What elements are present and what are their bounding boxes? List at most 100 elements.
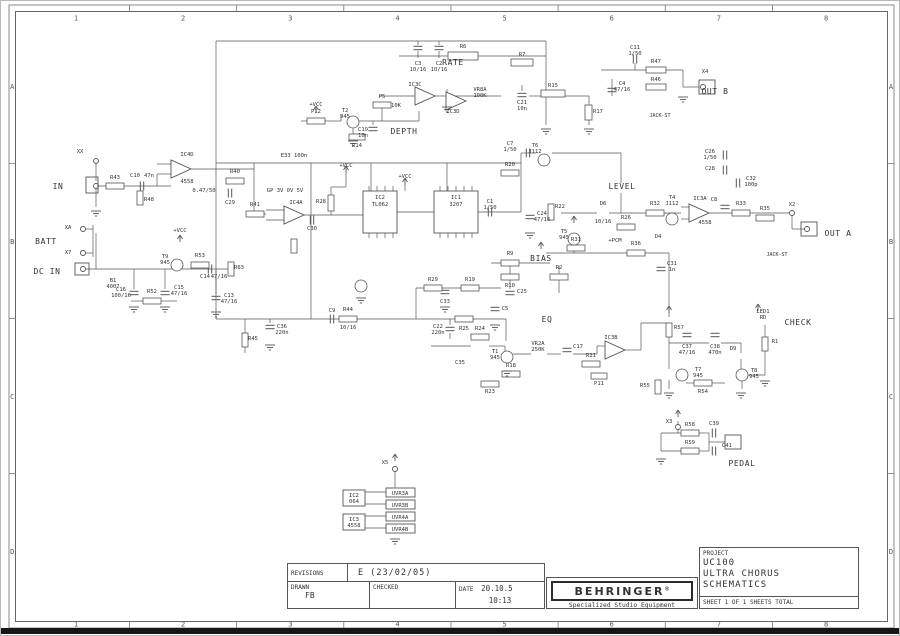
- svg-text:C10: C10: [130, 173, 140, 179]
- svg-text:10/16: 10/16: [431, 67, 448, 73]
- date-cell: DATE 20.10.5 10:13: [456, 582, 544, 608]
- svg-text:R53: R53: [195, 253, 205, 259]
- svg-text:945: 945: [340, 114, 350, 120]
- svg-text:8: 8: [824, 15, 828, 23]
- svg-text:R57: R57: [674, 325, 684, 331]
- svg-text:IN: IN: [53, 182, 64, 191]
- svg-text:IC2: IC2: [375, 195, 385, 201]
- svg-text:C35: C35: [455, 360, 465, 366]
- svg-text:UVR4A: UVR4A: [392, 515, 409, 521]
- svg-text:R14: R14: [352, 143, 363, 149]
- svg-text:5: 5: [502, 621, 506, 629]
- svg-text:10n: 10n: [517, 106, 527, 112]
- svg-text:C: C: [10, 393, 14, 401]
- svg-text:5: 5: [502, 15, 506, 23]
- svg-text:T7: T7: [695, 367, 702, 373]
- svg-text:100K: 100K: [473, 93, 487, 99]
- svg-text:R29: R29: [428, 277, 438, 283]
- svg-text:UVR3A: UVR3A: [392, 491, 409, 497]
- svg-text:C32: C32: [746, 176, 756, 182]
- svg-text:T6: T6: [532, 143, 539, 149]
- svg-text:X7: X7: [65, 250, 72, 256]
- svg-text:OUT B: OUT B: [701, 87, 728, 96]
- connector-ports: [74, 79, 818, 450]
- behringer-logo: BEHRINGER®: [551, 581, 693, 601]
- svg-text:A: A: [889, 83, 894, 91]
- svg-text:VR2A: VR2A: [531, 341, 545, 347]
- svg-text:B: B: [889, 238, 893, 246]
- svg-text:47/16: 47/16: [534, 217, 551, 223]
- svg-text:LEVEL: LEVEL: [608, 182, 635, 191]
- svg-text:945: 945: [749, 374, 759, 380]
- svg-text:GP 3V 0V 5V: GP 3V 0V 5V: [267, 188, 304, 194]
- svg-text:C15: C15: [174, 285, 184, 291]
- svg-text:UVR3B: UVR3B: [392, 503, 409, 509]
- svg-text:R10: R10: [505, 283, 515, 289]
- svg-text:C25: C25: [517, 289, 527, 295]
- brand-name: BEHRINGER: [574, 585, 665, 598]
- svg-text:JACK-ST: JACK-ST: [766, 252, 787, 258]
- svg-text:R28: R28: [316, 199, 326, 205]
- svg-text:3: 3: [288, 621, 292, 629]
- svg-text:2: 2: [181, 621, 185, 629]
- svg-text:LED1: LED1: [756, 309, 769, 315]
- svg-text:P11: P11: [594, 381, 604, 387]
- svg-text:47/16: 47/16: [221, 299, 238, 305]
- svg-text:IC3B: IC3B: [604, 335, 618, 341]
- svg-text:IC4D: IC4D: [180, 152, 193, 158]
- svg-text:C36: C36: [277, 324, 287, 330]
- svg-text:R40: R40: [230, 169, 240, 175]
- svg-text:064: 064: [349, 499, 360, 505]
- svg-text:3207: 3207: [449, 202, 462, 208]
- svg-text:1/50: 1/50: [503, 147, 516, 153]
- project-subtitle: ULTRA CHORUS: [703, 569, 781, 579]
- svg-text:4558: 4558: [698, 220, 711, 226]
- revisions-row: REVISIONS E (23/02/05): [288, 564, 544, 582]
- svg-text:C16: C16: [116, 287, 126, 293]
- svg-text:X4: X4: [702, 69, 709, 75]
- svg-text:C39: C39: [709, 421, 719, 427]
- revisions-meta-row: DRAWN FB CHECKED DATE 20.10.5 10:13: [288, 582, 544, 608]
- drawn-cell: DRAWN FB: [288, 582, 370, 608]
- svg-text:47n: 47n: [144, 173, 154, 179]
- svg-text:R63: R63: [234, 265, 244, 271]
- svg-text:10K: 10K: [391, 103, 402, 109]
- svg-text:T8: T8: [751, 368, 758, 374]
- svg-text:T9: T9: [162, 254, 169, 260]
- svg-text:PEDAL: PEDAL: [728, 459, 755, 468]
- checked-cell: CHECKED: [370, 582, 456, 608]
- opamp-symbols: [170, 86, 711, 360]
- svg-text:0.47/50: 0.47/50: [192, 188, 215, 194]
- brand-tagline: Specialized Studio Equipment: [568, 602, 676, 609]
- svg-text:47/16: 47/16: [679, 350, 696, 356]
- svg-text:C30: C30: [307, 226, 317, 232]
- transistor-symbols: [170, 115, 749, 382]
- svg-text:R26: R26: [621, 215, 631, 221]
- svg-text:E33 100n: E33 100n: [281, 153, 308, 159]
- svg-text:DEPTH: DEPTH: [390, 127, 417, 136]
- svg-text:R6: R6: [460, 44, 467, 50]
- svg-text:4: 4: [395, 621, 399, 629]
- svg-text:IC2: IC2: [349, 493, 359, 499]
- svg-text:220n: 220n: [275, 330, 288, 336]
- bottom-edge-bar: [1, 628, 899, 634]
- drawn-label: DRAWN: [291, 584, 310, 591]
- svg-text:P5: P5: [379, 94, 386, 100]
- svg-text:IC4A: IC4A: [289, 200, 303, 206]
- svg-text:C31: C31: [667, 261, 677, 267]
- svg-text:R21: R21: [586, 353, 596, 359]
- svg-text:C: C: [889, 393, 893, 401]
- svg-text:C33: C33: [440, 299, 450, 305]
- svg-text:C11: C11: [630, 45, 640, 51]
- svg-text:R47: R47: [651, 59, 661, 65]
- svg-text:C1: C1: [487, 199, 494, 205]
- schematic-wires: [83, 40, 805, 529]
- svg-text:4007: 4007: [106, 284, 119, 290]
- svg-text:+VCC: +VCC: [339, 163, 352, 169]
- svg-text:C3: C3: [415, 61, 422, 67]
- svg-text:220n: 220n: [431, 330, 444, 336]
- svg-text:X3: X3: [666, 419, 673, 425]
- svg-text:C2: C2: [436, 61, 443, 67]
- svg-text:1n: 1n: [669, 267, 676, 273]
